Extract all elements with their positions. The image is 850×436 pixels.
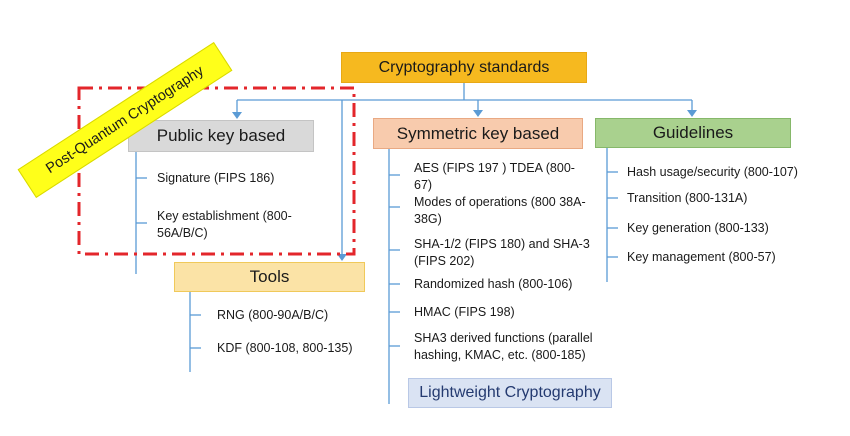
public-key-label: Public key based <box>156 126 286 145</box>
guidelines-label: Guidelines <box>652 123 734 142</box>
tools-node: Tools <box>174 262 365 292</box>
symmetric-item: SHA-1/2 (FIPS 180) and SHA-3 (FIPS 202) <box>414 237 590 268</box>
lightweight-cryptography-label: Lightweight Cryptography <box>419 384 601 401</box>
arrowhead-guidelines <box>687 110 697 117</box>
guidelines-item: Key management (800-57) <box>627 250 776 264</box>
public-key-node: Public key based <box>128 120 314 152</box>
cryptography-standards-label: Cryptography standards <box>378 58 550 76</box>
guidelines-item: Transition (800-131A) <box>627 191 748 205</box>
public-key-item: Signature (FIPS 186) <box>157 171 275 185</box>
pqc-dashed-frame <box>77 86 356 256</box>
tools-label: Tools <box>249 267 290 286</box>
guidelines-item: Hash usage/security (800-107) <box>627 165 798 179</box>
lightweight-cryptography-node: Lightweight Cryptography <box>408 378 612 408</box>
public-key-item: Key establishment (800-56A/B/C) <box>157 209 292 240</box>
arrowhead-tools <box>337 254 347 261</box>
cryptography-standards-node: Cryptography standards <box>341 52 587 83</box>
symmetric-key-label: Symmetric key based <box>396 123 560 143</box>
symmetric-item: AES (FIPS 197 ) TDEA (800-67) <box>414 161 575 192</box>
arrowhead-symmetric <box>473 110 483 117</box>
symmetric-item: Randomized hash (800-106) <box>414 277 573 291</box>
tools-item: KDF (800-108, 800-135) <box>217 341 353 355</box>
symmetric-item: HMAC (FIPS 198) <box>414 305 515 319</box>
arrowhead-public-key <box>232 112 242 119</box>
symmetric-item: Modes of operations (800 38A-38G) <box>414 195 586 226</box>
symmetric-item: SHA3 derived functions (parallel hashing… <box>414 331 593 362</box>
guidelines-item: Key generation (800-133) <box>627 221 769 235</box>
guidelines-node: Guidelines <box>595 118 791 148</box>
tools-item: RNG (800-90A/B/C) <box>217 308 329 322</box>
symmetric-key-node: Symmetric key based <box>373 118 583 149</box>
